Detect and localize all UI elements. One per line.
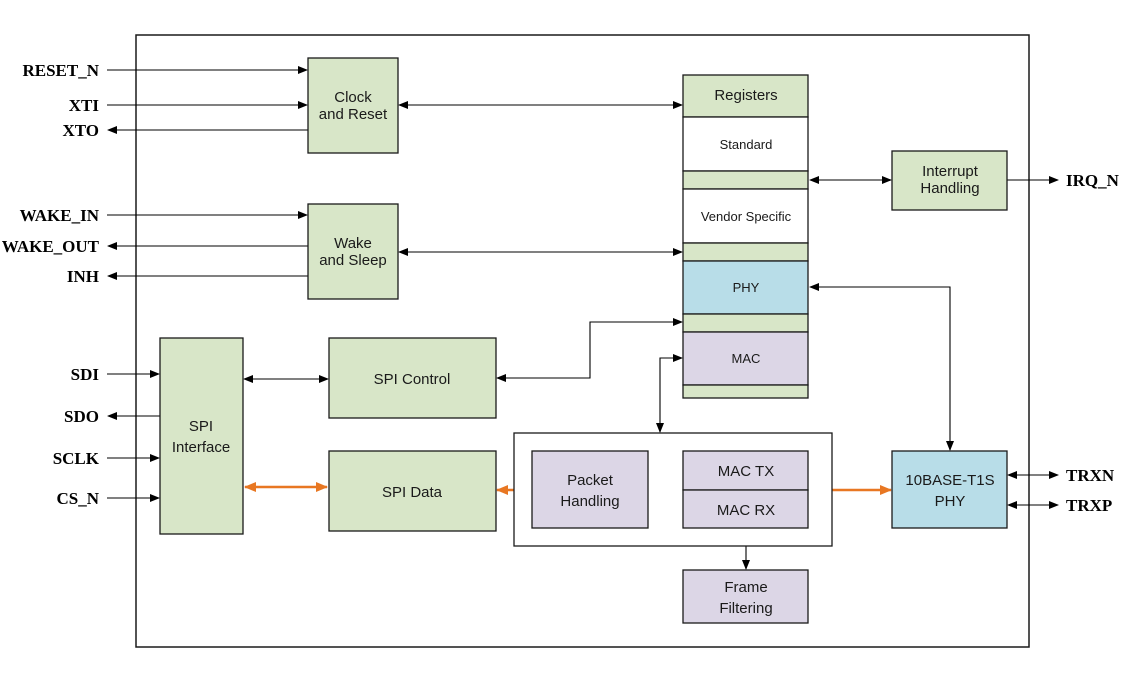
spi-data-block: SPI Data bbox=[328, 450, 497, 532]
clock-reset-block: Clock and Reset bbox=[307, 57, 399, 154]
interrupt-handling-block: Interrupt Handling bbox=[891, 150, 1008, 211]
registers-phy bbox=[682, 260, 809, 315]
packet-handling-label-2: Handling bbox=[560, 493, 619, 510]
mac-rx-label: MAC RX bbox=[717, 502, 775, 519]
spi-control-label: SPI Control bbox=[374, 371, 451, 388]
registers-gap-4 bbox=[682, 384, 809, 399]
frame-filtering-block: Frame Filtering bbox=[682, 569, 809, 624]
pin-cs-n: CS_N bbox=[56, 489, 99, 508]
spi-interface-label-1: SPI bbox=[189, 418, 213, 435]
pin-inh: INH bbox=[67, 267, 99, 286]
registers-gap-1 bbox=[682, 170, 809, 190]
phy-10base-t1s-block: 10BASE-T1S PHY bbox=[891, 450, 1008, 529]
phy-10base-label-2: PHY bbox=[935, 493, 966, 510]
phy-10base-label-1: 10BASE-T1S bbox=[905, 472, 994, 489]
wake-sleep-label-1: Wake bbox=[334, 235, 372, 252]
frame-filtering-label-1: Frame bbox=[724, 579, 767, 596]
pin-trxn: TRXN bbox=[1066, 466, 1115, 485]
pin-sdo: SDO bbox=[64, 407, 99, 426]
registers-mac bbox=[682, 331, 809, 386]
registers-stack: Registers Standard Vendor Specific PHY M… bbox=[682, 74, 809, 399]
pin-xti: XTI bbox=[69, 96, 100, 115]
interrupt-label-2: Handling bbox=[920, 180, 979, 197]
pin-sdi: SDI bbox=[71, 365, 100, 384]
pin-trxp: TRXP bbox=[1066, 496, 1112, 515]
packet-handling-block: Packet Handling bbox=[531, 450, 649, 529]
registers-title: Registers bbox=[714, 87, 777, 104]
wake-sleep-label-2: and Sleep bbox=[319, 252, 387, 269]
mac-tx-rx-block: MAC TX MAC RX bbox=[682, 450, 809, 529]
interrupt-label-1: Interrupt bbox=[922, 163, 979, 180]
clock-reset-label-2: and Reset bbox=[319, 106, 388, 123]
pin-xto: XTO bbox=[62, 121, 99, 140]
pin-irq-n: IRQ_N bbox=[1066, 171, 1120, 190]
pin-wake-out: WAKE_OUT bbox=[2, 237, 100, 256]
mac-rx-block bbox=[682, 489, 809, 529]
mac-regs-packet-link bbox=[656, 354, 683, 433]
registers-phy-link bbox=[809, 283, 954, 451]
registers-standard bbox=[682, 116, 809, 172]
spi-interface-label-2: Interface bbox=[172, 439, 230, 456]
mac-tx-label: MAC TX bbox=[718, 463, 774, 480]
registers-vendor-label: Vendor Specific bbox=[701, 209, 792, 224]
wake-sleep-block: Wake and Sleep bbox=[307, 203, 399, 300]
registers-header bbox=[682, 74, 809, 118]
spi-control-block: SPI Control bbox=[328, 337, 497, 419]
pin-wake-in: WAKE_IN bbox=[20, 206, 100, 225]
registers-gap-2 bbox=[682, 242, 809, 262]
spi-interface-block: SPI Interface bbox=[159, 337, 244, 535]
registers-phy-label: PHY bbox=[733, 280, 760, 295]
registers-mac-label: MAC bbox=[732, 351, 761, 366]
pin-reset-n: RESET_N bbox=[22, 61, 99, 80]
mac-tx-block bbox=[682, 450, 809, 491]
frame-filtering-label-2: Filtering bbox=[719, 600, 772, 617]
registers-standard-label: Standard bbox=[720, 137, 773, 152]
registers-gap-3 bbox=[682, 313, 809, 333]
packet-handling-label-1: Packet bbox=[567, 472, 614, 489]
pin-sclk: SCLK bbox=[53, 449, 100, 468]
clock-reset-label-1: Clock bbox=[334, 89, 372, 106]
spi-data-label: SPI Data bbox=[382, 484, 443, 501]
chip-boundary bbox=[135, 34, 1030, 648]
spi-control-registers-link bbox=[496, 318, 683, 382]
